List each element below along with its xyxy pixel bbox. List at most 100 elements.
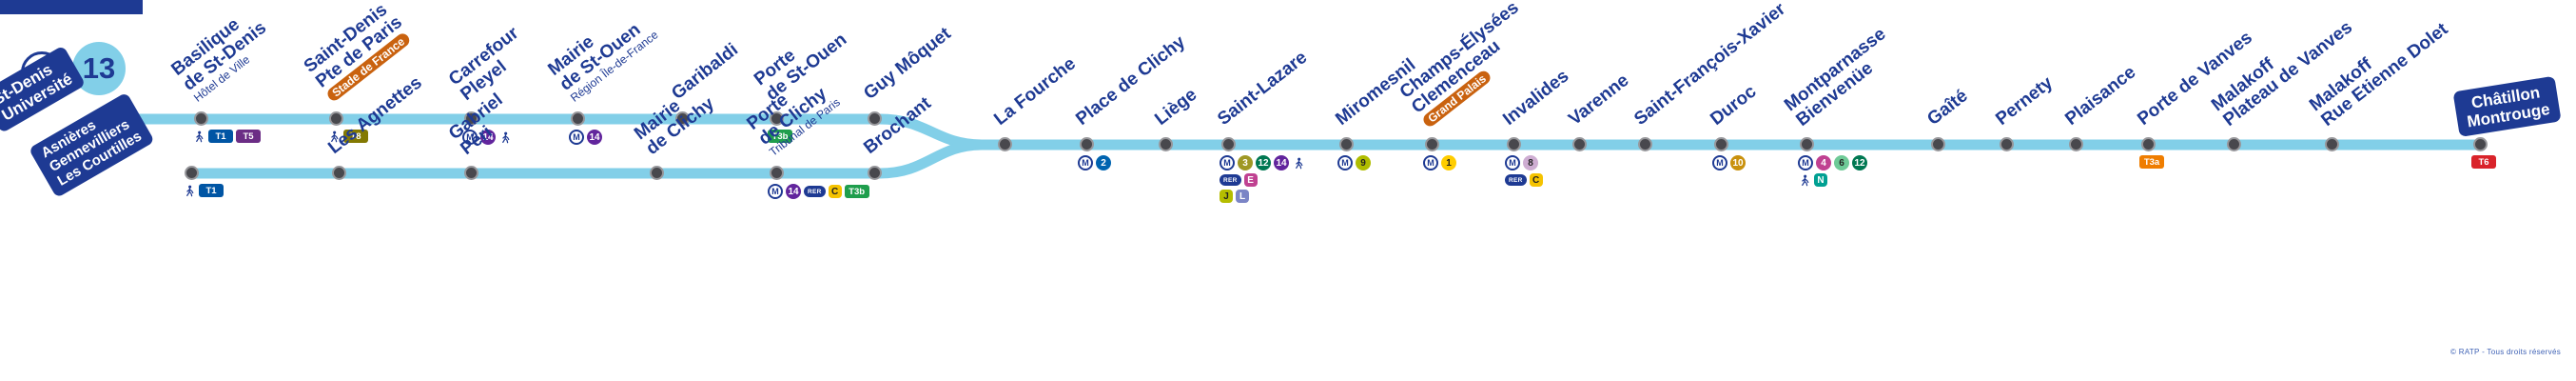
- rer-e-icon: E: [1243, 173, 1258, 187]
- station-label-pernety: Pernety: [1992, 72, 2058, 130]
- rer-c-icon: C: [828, 185, 842, 198]
- metro-roundel-icon: M: [1078, 155, 1093, 170]
- metro-14-icon: 14: [1274, 155, 1289, 170]
- station-name-line: Plaisance: [2061, 62, 2140, 130]
- metro-10-icon: 10: [1730, 155, 1746, 170]
- connections-row: T3a: [2139, 155, 2164, 169]
- station-label-la-fourche: La Fourche: [990, 53, 1080, 130]
- metro-roundel-icon: M: [1423, 155, 1438, 170]
- connections-porte-de-st-ouen: T3b: [768, 130, 792, 143]
- rer-roundel-icon: RER: [804, 186, 826, 197]
- station-name-line: Varenne: [1565, 70, 1633, 130]
- station-name-line: La Fourche: [990, 53, 1080, 130]
- metro-roundel-icon: M: [1798, 155, 1813, 170]
- station-node-porte-de-vanves: [2141, 137, 2156, 151]
- station-name-line: Pernety: [1992, 72, 2058, 130]
- transilien-n-icon: N: [1814, 173, 1827, 187]
- station-node-porte-de-st-ouen: [770, 111, 784, 126]
- station-name-line: Liège: [1151, 85, 1201, 130]
- station-node-liege: [1159, 137, 1173, 151]
- walk-transfer-icon: [1292, 156, 1305, 170]
- station-name-line: Saint-Lazare: [1214, 48, 1312, 130]
- metro-6-icon: 6: [1834, 155, 1849, 170]
- station-node-varenne: [1572, 137, 1587, 151]
- metro-14-icon: 14: [587, 130, 602, 145]
- metro-2-icon: 2: [1096, 155, 1111, 170]
- tram-t3b-icon: T3b: [844, 185, 869, 198]
- tram-t5-icon: T5: [236, 130, 261, 143]
- metro-12-icon: 12: [1852, 155, 1867, 170]
- metro-8-icon: 8: [1523, 155, 1538, 170]
- station-node-duroc: [1714, 137, 1728, 151]
- tram-t3a-icon: T3a: [2139, 155, 2164, 169]
- metro-roundel-icon: M: [1220, 155, 1235, 170]
- station-name-line: Gaîté: [1923, 86, 1972, 130]
- station-node-saint-denis-pte-de-paris: [329, 111, 343, 126]
- metro-9-icon: 9: [1356, 155, 1371, 170]
- connections-row: T8: [327, 130, 368, 143]
- station-node-champs-elysees-clemenceau: [1425, 137, 1439, 151]
- metro-14-icon: 14: [480, 130, 496, 145]
- connections-row: T3b: [768, 130, 792, 143]
- walk-transfer-icon: [327, 130, 341, 143]
- metro-roundel-icon: M: [462, 130, 478, 145]
- tram-t8-icon: T8: [343, 130, 368, 143]
- station-node-saint-lazare: [1221, 137, 1236, 151]
- walk-transfer-icon: [498, 130, 512, 144]
- connections-les-courtilles: T1: [183, 184, 224, 197]
- station-node-garibaldi: [675, 111, 690, 126]
- connections-row: N: [1798, 173, 1827, 187]
- station-node-la-fourche: [998, 137, 1012, 151]
- metro-roundel-icon: M: [1505, 155, 1520, 170]
- header-bar: [0, 0, 143, 14]
- metro-roundel-icon: M: [1712, 155, 1727, 170]
- tram-t6-icon: T6: [2471, 155, 2496, 169]
- connections-chatillon-montrouge: T6: [2471, 155, 2496, 169]
- station-node-carrefour-pleyel: [464, 111, 478, 126]
- station-node-basilique-de-st-denis: [194, 111, 208, 126]
- lower-branch-line: [186, 139, 987, 179]
- metro-roundel-icon: M: [569, 130, 584, 145]
- station-node-malakoff-plateau-de-vanves: [2227, 137, 2241, 151]
- connections-row: T1: [183, 184, 224, 197]
- station-name-line: Duroc: [1707, 81, 1761, 130]
- terminus-node-chatillon-montrouge: [2473, 137, 2488, 151]
- metro-3-icon: 3: [1238, 155, 1253, 170]
- walk-transfer-icon: [192, 130, 205, 143]
- rer-roundel-icon: RER: [1505, 174, 1527, 186]
- connections-porte-de-vanves: T3a: [2139, 155, 2164, 169]
- station-node-pernety: [2000, 137, 2014, 151]
- rer-roundel-icon: RER: [1220, 174, 1241, 186]
- metro-14-icon: 14: [786, 184, 801, 199]
- station-label-saint-lazare: Saint-Lazare: [1214, 48, 1312, 130]
- station-node-place-de-clichy: [1080, 137, 1094, 151]
- station-label-guy-moquet: Guy Môquet: [860, 24, 955, 105]
- transilien-l-icon: L: [1236, 190, 1249, 203]
- station-label-plaisance: Plaisance: [2061, 62, 2140, 130]
- station-label-gaite: Gaîté: [1923, 86, 1972, 130]
- station-name-line: Guy Môquet: [860, 24, 955, 105]
